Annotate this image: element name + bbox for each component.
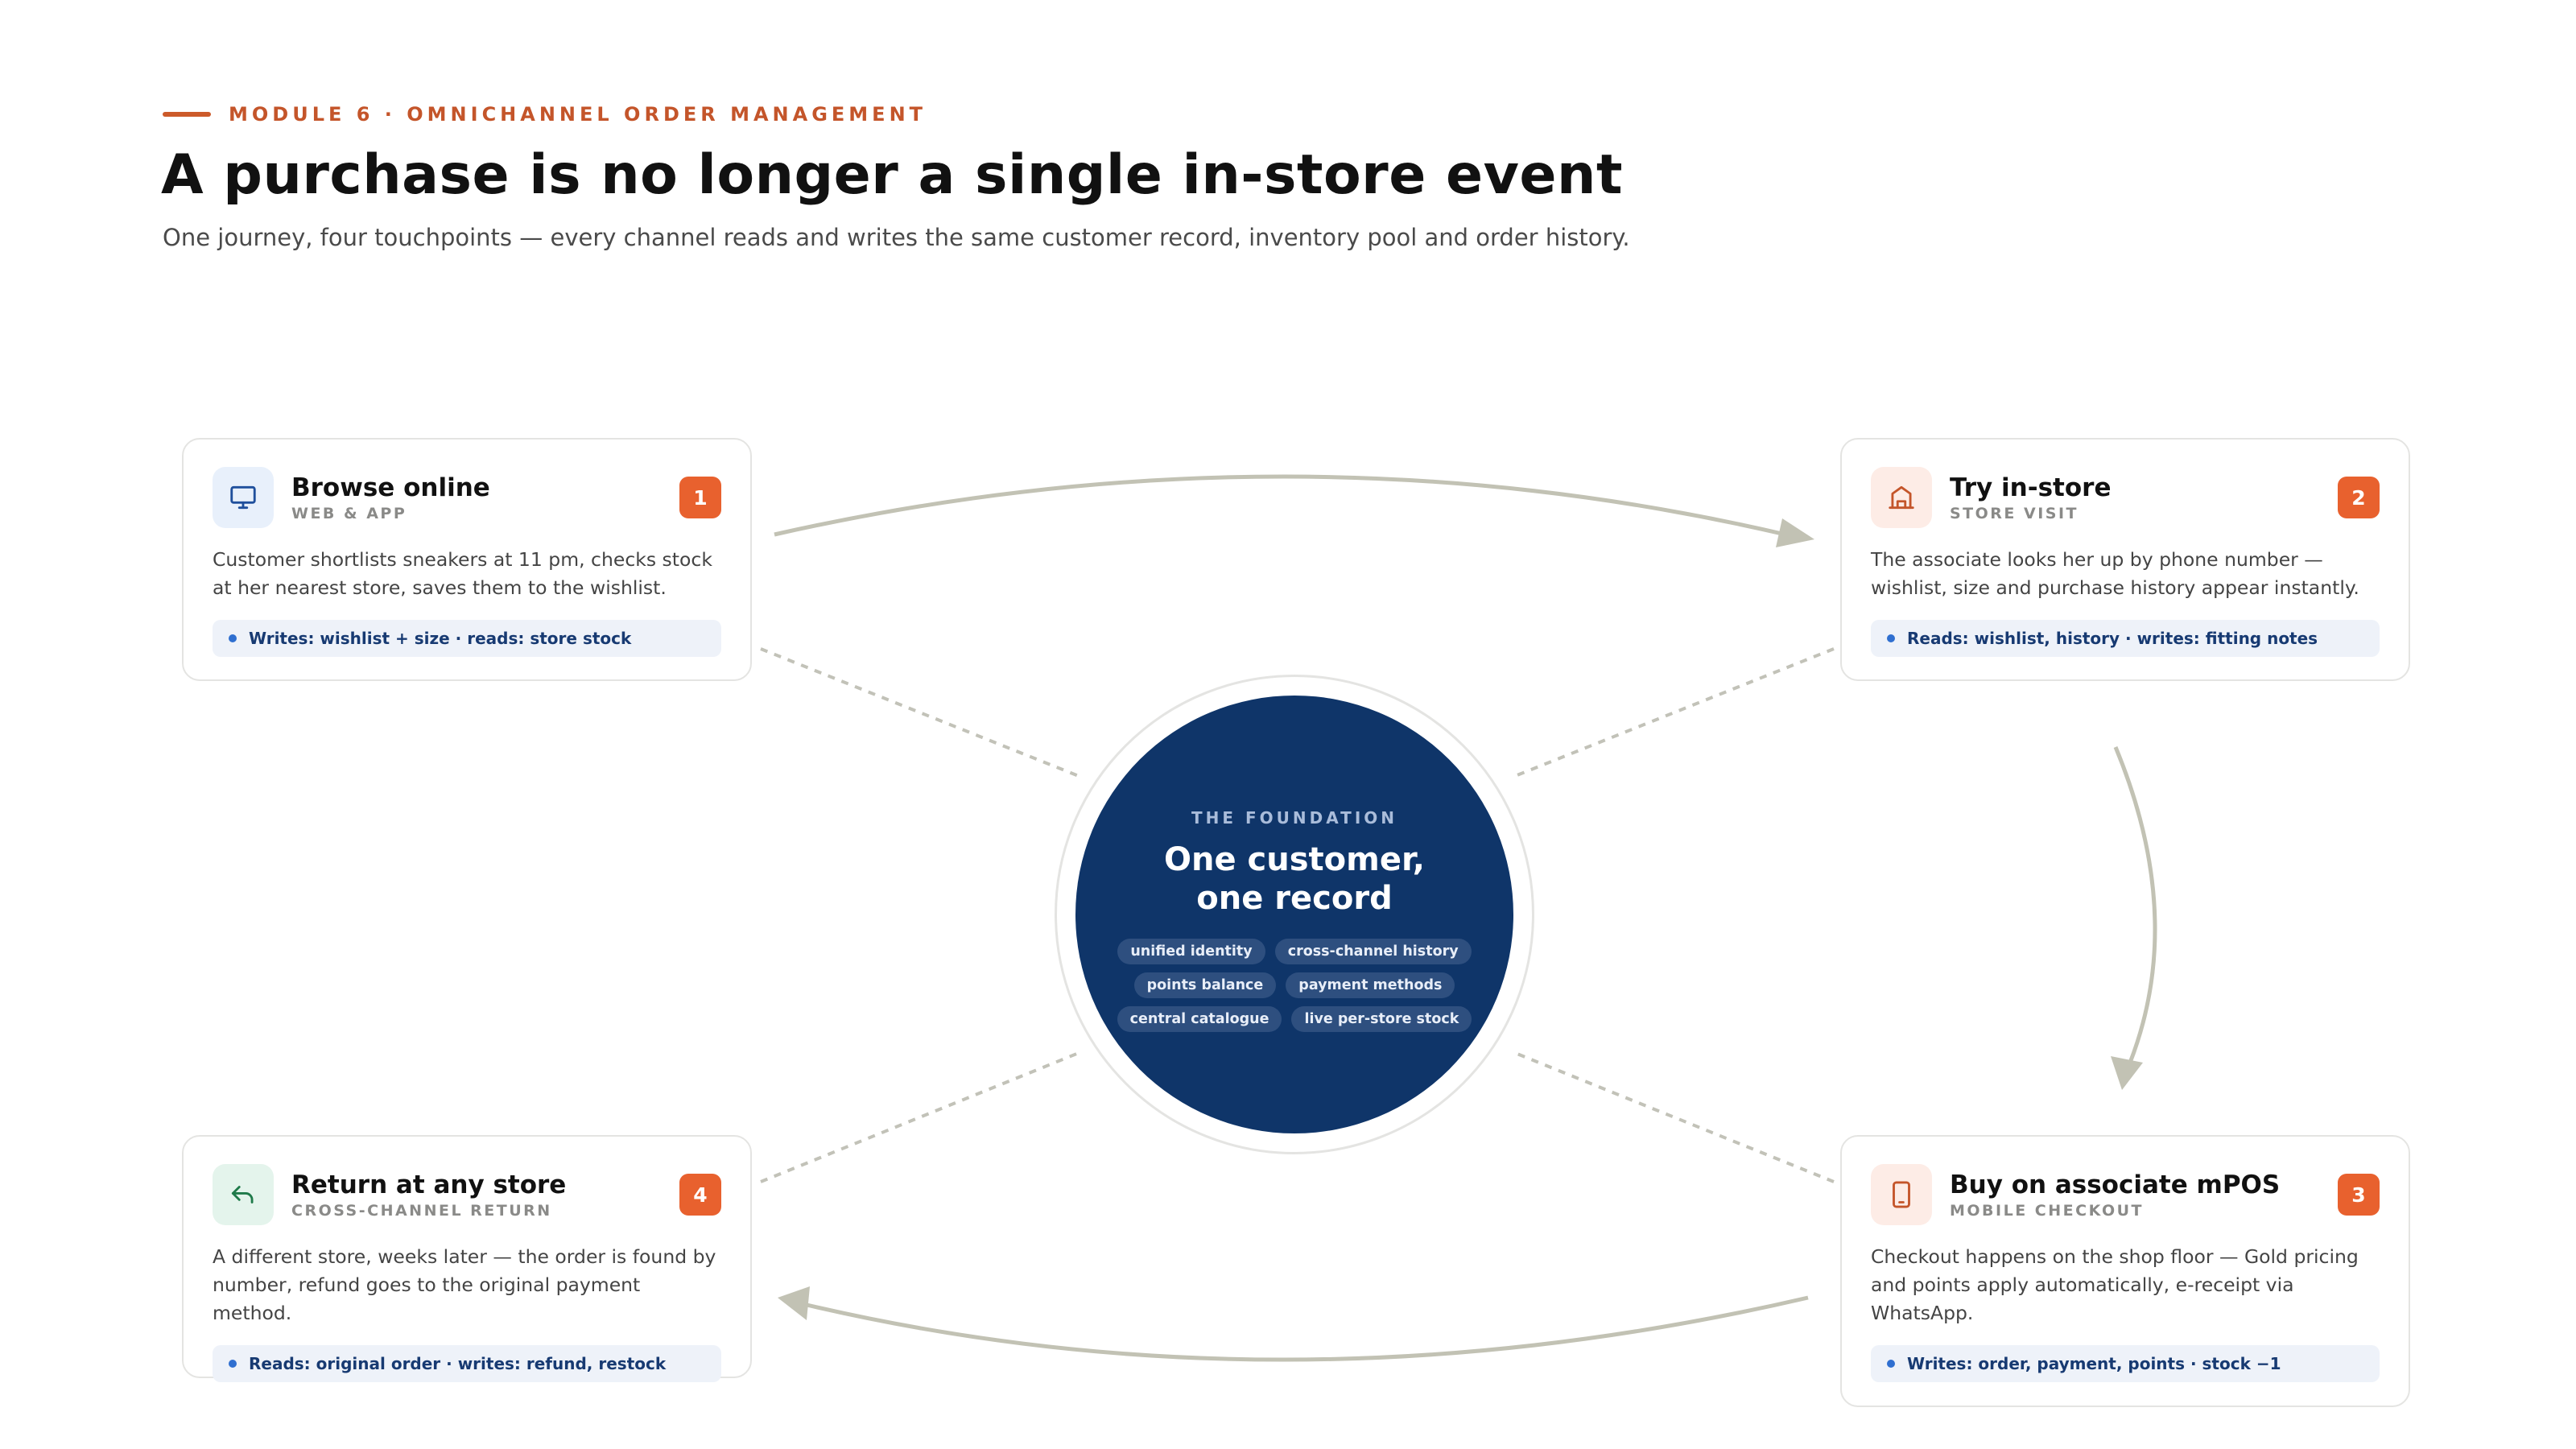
- step-data-note-text: Writes: wishlist + size · reads: store s…: [249, 629, 632, 648]
- step-tag: STORE VISIT: [1950, 505, 2079, 522]
- arrow-1-to-2: [774, 474, 1786, 537]
- hub-chip: central catalogue: [1117, 1006, 1282, 1032]
- step-description: Customer shortlists sneakers at 11 pm, c…: [213, 548, 712, 599]
- hub-chips: unified identity cross-channel history p…: [1117, 939, 1472, 1032]
- spoke-browse: [760, 647, 1080, 778]
- hub-chip: cross-channel history: [1274, 939, 1472, 964]
- step-card-buy-on-mpos: Buy on associate mPOS MOBILE CHECKOUT 3 …: [1840, 1135, 2410, 1407]
- hub-chip: live per-store stock: [1291, 1006, 1472, 1032]
- eyebrow-text: MODULE 6 · OMNICHANNEL ORDER MANAGEMENT: [229, 103, 927, 126]
- step-data-note: Writes: order, payment, points · stock −…: [1871, 1345, 2380, 1382]
- eyebrow-rule: [163, 112, 211, 117]
- step-card-browse-online: Browse online WEB & APP 1 Customer short…: [182, 438, 752, 681]
- step-title: Return at any store: [291, 1170, 567, 1199]
- step-tag: CROSS-CHANNEL RETURN: [291, 1202, 552, 1220]
- arrowhead-2-to-3: [2111, 1056, 2143, 1090]
- return-icon: [213, 1164, 274, 1225]
- step-tag: MOBILE CHECKOUT: [1950, 1202, 2144, 1220]
- arrowhead-3-to-4: [778, 1286, 810, 1320]
- step-data-note: Reads: wishlist, history · writes: fitti…: [1871, 620, 2380, 657]
- arrow-3-to-4: [803, 1295, 1809, 1362]
- hub-chip: payment methods: [1286, 972, 1455, 998]
- step-tag: WEB & APP: [291, 505, 407, 522]
- phone-icon: [1871, 1164, 1932, 1225]
- step-title: Buy on associate mPOS: [1950, 1170, 2281, 1199]
- step-data-note: Writes: wishlist + size · reads: store s…: [213, 620, 721, 657]
- spoke-buy: [1514, 1051, 1835, 1183]
- spoke-return: [760, 1051, 1080, 1183]
- step-number-badge: 1: [679, 477, 721, 518]
- arrow-2-to-3: [2113, 746, 2157, 1063]
- step-card-try-in-store: Try in-store STORE VISIT 2 The associate…: [1840, 438, 2410, 681]
- arrowhead-1-to-2: [1776, 518, 1814, 547]
- page-title: A purchase is no longer a single in-stor…: [161, 143, 1623, 207]
- step-title: Browse online: [291, 473, 490, 502]
- bullet-dot-icon: [229, 634, 237, 642]
- hub-chip: unified identity: [1117, 939, 1265, 964]
- step-description: A different store, weeks later — the ord…: [213, 1245, 716, 1324]
- step-description: The associate looks her up by phone numb…: [1871, 548, 2359, 599]
- step-data-note-text: Writes: order, payment, points · stock −…: [1907, 1354, 2281, 1373]
- step-data-note: Reads: original order · writes: refund, …: [213, 1345, 721, 1382]
- step-title: Try in-store: [1950, 473, 2112, 502]
- step-number-badge: 3: [2338, 1174, 2380, 1216]
- step-data-note-text: Reads: original order · writes: refund, …: [249, 1354, 667, 1373]
- hub-chip: points balance: [1133, 972, 1277, 998]
- bullet-dot-icon: [229, 1360, 237, 1368]
- bullet-dot-icon: [1887, 1360, 1895, 1368]
- page-subtitle: One journey, four touchpoints — every ch…: [163, 224, 1630, 251]
- hub-title-line-2: one record: [1196, 880, 1393, 917]
- step-number-badge: 4: [679, 1174, 721, 1216]
- foundation-hub: THE FOUNDATION One customer, one record …: [1075, 696, 1513, 1133]
- monitor-icon: [213, 467, 274, 528]
- hub-kicker: THE FOUNDATION: [1191, 808, 1397, 828]
- step-data-note-text: Reads: wishlist, history · writes: fitti…: [1907, 629, 2318, 648]
- bullet-dot-icon: [1887, 634, 1895, 642]
- hub-title: One customer, one record: [1164, 840, 1425, 918]
- hub-title-line-1: One customer,: [1164, 841, 1425, 878]
- store-icon: [1871, 467, 1932, 528]
- step-description: Checkout happens on the shop floor — Gol…: [1871, 1245, 2359, 1324]
- spoke-try: [1514, 647, 1835, 778]
- step-card-return-any-store: Return at any store CROSS-CHANNEL RETURN…: [182, 1135, 752, 1382]
- eyebrow: MODULE 6 · OMNICHANNEL ORDER MANAGEMENT: [163, 103, 927, 126]
- step-number-badge: 2: [2338, 477, 2380, 518]
